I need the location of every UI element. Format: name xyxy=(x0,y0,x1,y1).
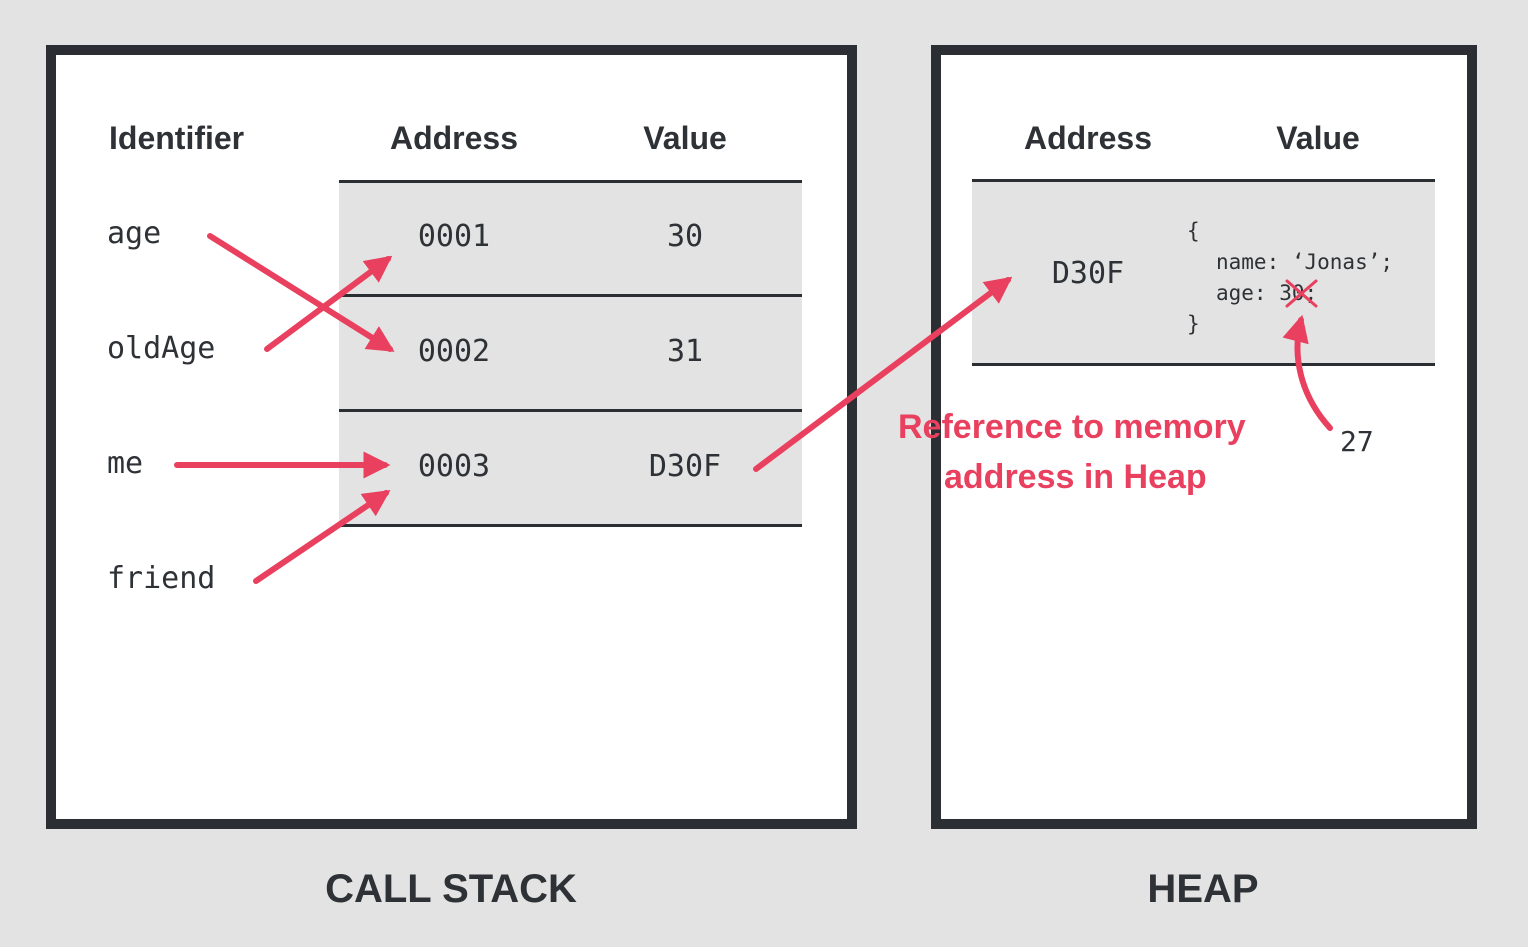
object-close-brace: } xyxy=(1187,312,1200,336)
annotation-line-1: Reference to memory xyxy=(898,408,1246,446)
identifier-me: me xyxy=(107,446,144,481)
address-cell: 0002 xyxy=(417,334,491,369)
age-key: age: xyxy=(1216,281,1280,305)
value-cell: D30F xyxy=(648,449,722,484)
object-open-brace: { xyxy=(1187,219,1200,243)
address-cell: 0001 xyxy=(417,219,491,254)
age-semicolon: ; xyxy=(1304,281,1318,305)
address-header: Address xyxy=(389,120,519,156)
age-old-value: 30 xyxy=(1279,281,1305,305)
call-stack-divider xyxy=(339,524,802,527)
identifier-header: Identifier xyxy=(109,120,245,156)
identifier-oldage: oldAge xyxy=(107,331,216,366)
annotation-line-2: address in Heap xyxy=(944,458,1207,496)
call-stack-row-bg xyxy=(339,182,802,527)
identifier-age: age xyxy=(107,216,162,251)
call-stack-divider xyxy=(339,294,802,297)
call-stack-caption: CALL STACK xyxy=(325,867,577,911)
value-header: Value xyxy=(643,120,727,156)
call-stack-divider xyxy=(339,409,802,412)
value-cell: 30 xyxy=(666,219,704,254)
identifier-friend: friend xyxy=(107,561,216,596)
heap-row-bg xyxy=(972,182,1435,364)
call-stack-divider xyxy=(339,180,802,183)
heap-divider xyxy=(972,179,1435,182)
new-age-value: 27 xyxy=(1340,425,1374,458)
heap-caption: HEAP xyxy=(1147,867,1259,911)
address-cell: 0003 xyxy=(417,449,491,484)
heap-value-header: Value xyxy=(1276,120,1360,156)
heap-address-header: Address xyxy=(1023,120,1153,156)
heap-address-cell: D30F xyxy=(1051,256,1125,291)
object-name-line: name: ‘Jonas’; xyxy=(1216,250,1394,274)
reference-annotation: Reference to memory address in Heap xyxy=(898,402,1246,502)
object-age-line: age: 30; xyxy=(1216,281,1317,305)
heap-divider xyxy=(972,363,1435,366)
value-cell: 31 xyxy=(666,334,704,369)
